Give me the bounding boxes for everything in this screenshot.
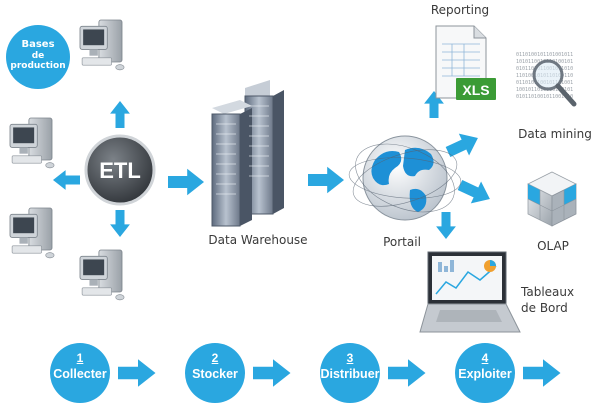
production-computer-icon	[9, 207, 55, 259]
arrow-right-icon	[308, 166, 344, 194]
data-mining-magnifier-icon: 0110100101101001011 1010110010110100101 …	[516, 52, 577, 107]
data-mining-label: Data mining	[518, 127, 592, 141]
step-arrow-icon	[118, 359, 156, 387]
step-store: 2 Stocker	[185, 343, 245, 403]
arrow-left-icon	[53, 170, 80, 190]
production-bases-badge: Bases de production	[6, 25, 70, 89]
arrow-up-right-icon	[442, 127, 484, 163]
portal-label: Portail	[383, 235, 421, 249]
step-exploit: 4 Exploiter	[455, 343, 515, 403]
step-number: 1	[76, 351, 84, 365]
arrow-up-icon	[110, 101, 130, 128]
production-computer-icon	[79, 249, 125, 301]
step-arrow-icon	[523, 359, 561, 387]
xls-document-icon: XLS	[435, 25, 496, 100]
production-computer-icon	[9, 117, 55, 169]
xls-label: XLS	[462, 82, 489, 98]
etl-label: ETL	[99, 158, 141, 183]
reporting-label: Reporting	[431, 3, 489, 17]
data-warehouse-label: Data Warehouse	[208, 233, 307, 247]
step-arrow-icon	[253, 359, 291, 387]
etl-node: ETL	[84, 134, 156, 206]
globe-icon	[348, 135, 462, 221]
olap-label: OLAP	[537, 239, 569, 253]
step-number: 4	[481, 351, 489, 365]
production-computer-icon	[79, 19, 125, 71]
step-arrow-icon	[388, 359, 426, 387]
step-number: 3	[346, 351, 354, 365]
arrow-down-icon	[110, 210, 130, 237]
arrow-right-icon	[168, 168, 204, 196]
svg-text:0110100101101001011: 0110100101101001011	[516, 52, 573, 58]
dashboard-laptop-icon	[419, 251, 521, 333]
dashboard-label-line2: de Bord	[521, 301, 568, 315]
badge-line1: Bases	[21, 39, 55, 50]
data-warehouse-server-icon	[211, 80, 284, 227]
dashboard-label-line1: Tableaux	[520, 285, 574, 299]
svg-text:0101101001011001010: 0101101001011001010	[516, 94, 573, 100]
step-collect: 1 Collecter	[50, 343, 110, 403]
arrow-down-icon	[436, 212, 456, 239]
step-number: 2	[211, 351, 219, 365]
step-name: Exploiter	[458, 367, 512, 381]
step-distribute: 3 Distribuer	[320, 343, 380, 403]
olap-cube-icon	[527, 171, 577, 227]
step-name: Stocker	[192, 367, 238, 381]
step-name: Collecter	[53, 367, 107, 381]
step-name: Distribuer	[320, 367, 380, 381]
badge-line2: de production	[10, 51, 66, 71]
